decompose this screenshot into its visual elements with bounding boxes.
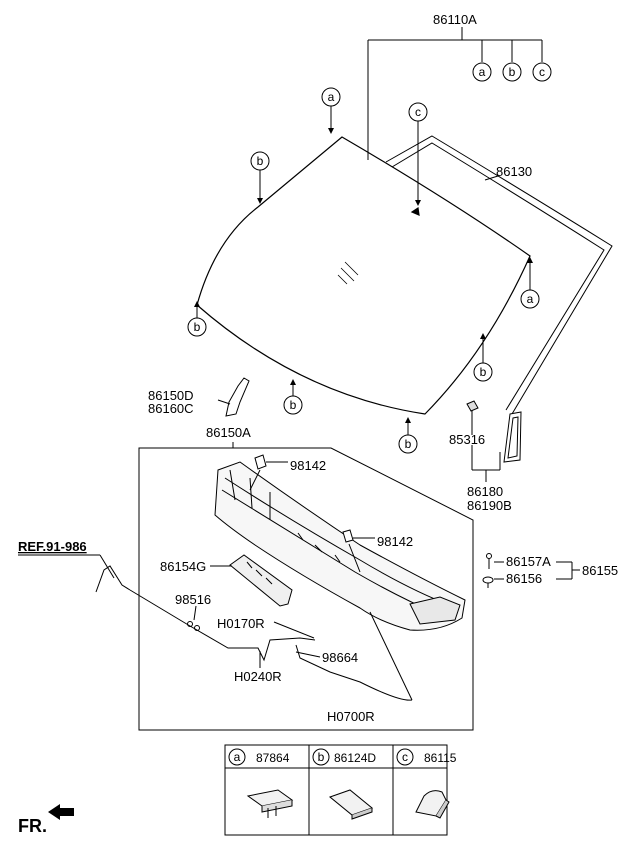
part-label-86160C: 86160C	[148, 401, 194, 416]
legend-part-86115: 86115	[424, 751, 457, 765]
windshield-glass	[196, 136, 531, 415]
part-label-86190B: 86190B	[467, 498, 512, 513]
part-label-86180: 86180	[467, 484, 503, 499]
svg-text:b: b	[257, 154, 264, 168]
svg-text:c: c	[402, 750, 408, 764]
fastener-86156	[482, 576, 504, 588]
callout-a-glass-top: a	[321, 87, 341, 107]
callout-b-glass-bottom-right: b	[398, 434, 418, 454]
part-label-86150A: 86150A	[206, 425, 251, 440]
svg-text:a: a	[328, 90, 335, 104]
callout-b-glass-lower-left: b	[187, 317, 207, 337]
corner-trim-86180	[466, 400, 522, 482]
callout-c-glass: c	[408, 102, 428, 122]
legend-c: c 86115	[396, 748, 457, 766]
part-label-H0700R: H0700R	[327, 709, 375, 724]
glass-callouts	[194, 106, 533, 435]
callout-b-top: b	[502, 62, 522, 82]
bracket-86155	[556, 561, 580, 580]
svg-text:c: c	[415, 105, 421, 119]
svg-text:a: a	[527, 292, 534, 306]
legend-b: b 86124D	[312, 748, 376, 766]
callout-a-letter: a	[479, 65, 486, 79]
assembly-bracket-86110A	[367, 27, 543, 160]
part-label-86154G: 86154G	[160, 559, 206, 574]
cowl-assembly-frame	[138, 442, 474, 731]
legend-a: a 87864	[228, 748, 290, 766]
side-garnish-86150D	[217, 377, 250, 417]
windshield-molding-86130	[385, 135, 613, 415]
svg-text:b: b	[318, 750, 325, 764]
front-arrow-icon	[48, 804, 74, 820]
part-label-86150D: 86150D	[148, 388, 194, 403]
callout-b-letter: b	[509, 65, 516, 79]
svg-text:b: b	[480, 365, 487, 379]
callout-a-glass-right: a	[520, 289, 540, 309]
part-label-98516: 98516	[175, 592, 211, 607]
callout-b-glass-right: b	[473, 362, 493, 382]
front-direction-label: FR.	[18, 816, 47, 836]
svg-text:b: b	[194, 320, 201, 334]
part-label-86130: 86130	[496, 164, 532, 179]
svg-text:b: b	[405, 437, 412, 451]
callout-a-top: a	[472, 62, 492, 82]
legend-part-87864: 87864	[256, 751, 290, 765]
part-label-98664: 98664	[322, 650, 358, 665]
washer-hose-ref	[18, 554, 413, 701]
part-label-98142-upper: 98142	[290, 458, 326, 473]
part-label-98142-lower: 98142	[377, 534, 413, 549]
callout-c-top: c	[532, 62, 552, 82]
callout-b-glass-bottom: b	[283, 395, 303, 415]
part-label-H0240R: H0240R	[234, 669, 282, 684]
legend-table	[224, 744, 448, 836]
part-label-85316: 85316	[449, 432, 485, 447]
cowl-top-panel	[214, 461, 466, 631]
clip-98142-lower	[342, 529, 375, 573]
clip-98142-upper	[249, 454, 288, 491]
part-label-86157A: 86157A	[506, 554, 551, 569]
cowl-cover-86154G	[210, 554, 293, 607]
callout-c-letter: c	[539, 65, 545, 79]
part-86115-picture	[415, 790, 450, 819]
part-label-86155: 86155	[582, 563, 618, 578]
legend-part-86124D: 86124D	[334, 751, 376, 765]
part-86124D-picture	[328, 789, 374, 820]
fastener-86157A	[486, 553, 504, 569]
ref-label: REF.91-986	[18, 539, 87, 554]
part-label-86156: 86156	[506, 571, 542, 586]
callout-b-glass-left: b	[250, 151, 270, 171]
part-label-86110A: 86110A	[433, 12, 477, 27]
part-label-H0170R: H0170R	[217, 616, 265, 631]
svg-text:b: b	[290, 398, 297, 412]
part-87864-picture	[246, 789, 294, 818]
svg-text:a: a	[234, 750, 241, 764]
